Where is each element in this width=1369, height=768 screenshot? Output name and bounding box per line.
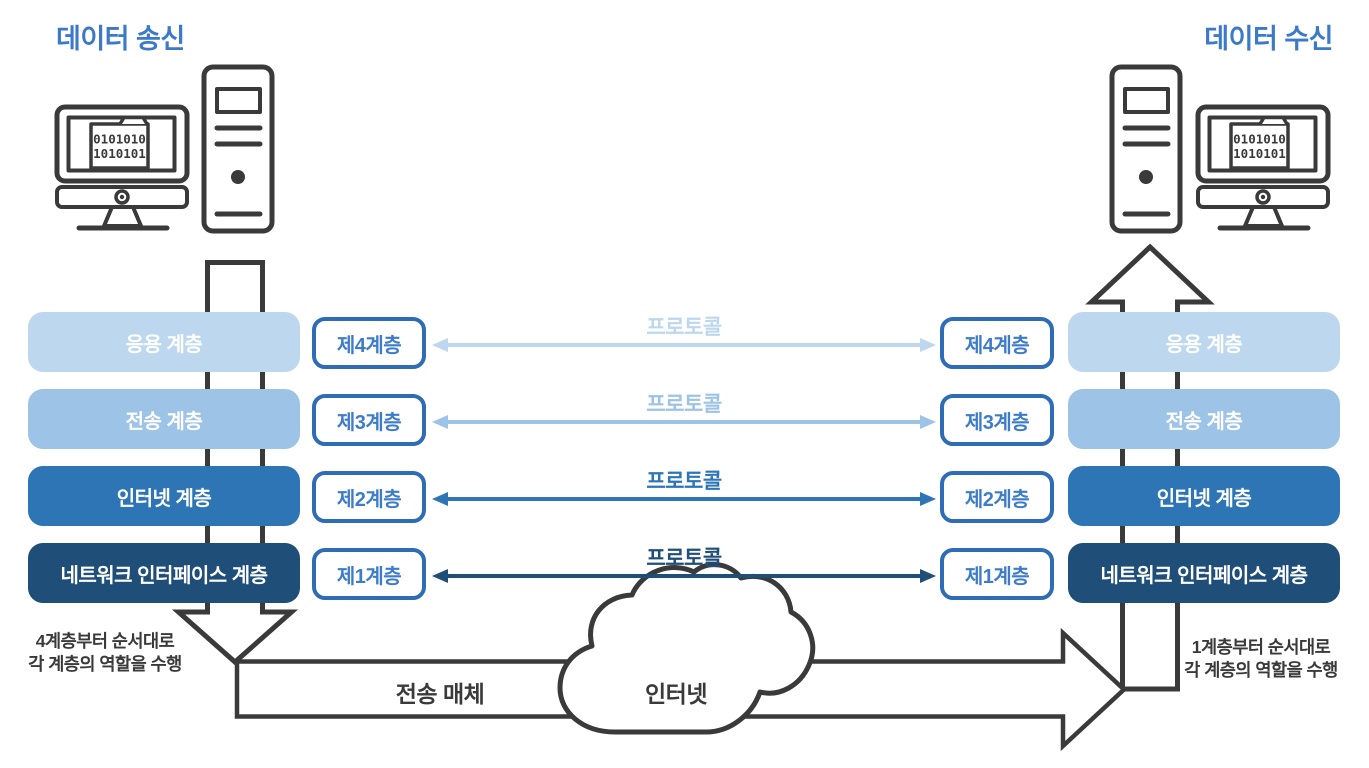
binary-text: 1010101 — [93, 146, 146, 161]
layer-bar-application-sender: 응용 계층 — [28, 312, 300, 372]
receiver-note-line2: 각 계층의 역할을 수행 — [1184, 660, 1338, 680]
receiver-computer-icon — [1109, 64, 1331, 234]
binary-text: 1010101 — [1233, 146, 1286, 161]
sender-note: 4계층부터 순서대로 각 계층의 역할을 수행 — [16, 630, 194, 676]
tier-box-3-receiver: 제3계층 — [940, 394, 1054, 446]
monitor-stand-icon — [102, 205, 143, 228]
binary-document-icon — [89, 122, 150, 170]
receiver-title: 데이터 수신 — [1204, 24, 1333, 54]
protocol-label-4: 프로토콜 — [646, 316, 722, 339]
binary-text: 0101010 — [1233, 132, 1286, 147]
protocol-label-2: 프로토콜 — [646, 470, 722, 493]
protocol-arrow-3 — [432, 415, 936, 429]
transmission-medium-label: 전송 매체 — [395, 681, 485, 707]
layer-bar-transport-receiver: 전송 계층 — [1068, 389, 1340, 449]
layer-bar-network-interface-receiver: 네트워크 인터페이스 계층 — [1068, 543, 1340, 603]
protocol-label-3: 프로토콜 — [646, 393, 722, 416]
receiver-note-line1: 1계층부터 순서대로 — [1191, 637, 1331, 657]
layer-bar-transport-sender: 전송 계층 — [28, 389, 300, 449]
binary-document-icon — [1229, 122, 1290, 170]
internet-cloud-label: 인터넷 — [645, 681, 707, 707]
layer-bar-internet-sender: 인터넷 계층 — [28, 466, 300, 526]
tier-box-4-receiver: 제4계층 — [940, 317, 1054, 369]
tier-box-3-sender: 제3계층 — [312, 394, 426, 446]
layer-bar-application-receiver: 응용 계층 — [1068, 312, 1340, 372]
tier-box-2-receiver: 제2계층 — [940, 471, 1054, 523]
tier-box-1-sender: 제1계층 — [312, 548, 426, 600]
protocol-arrow-1 — [432, 569, 936, 583]
protocol-arrow-2 — [432, 492, 936, 506]
tier-box-2-sender: 제2계층 — [312, 471, 426, 523]
binary-text: 0101010 — [93, 132, 146, 147]
tier-box-1-receiver: 제1계층 — [940, 548, 1054, 600]
sender-computer-icon — [54, 64, 275, 234]
internet-cloud — [557, 562, 816, 735]
sender-title: 데이터 송신 — [56, 24, 185, 54]
sender-note-line1: 4계층부터 순서대로 — [35, 631, 175, 651]
tier-box-4-sender: 제4계층 — [312, 317, 426, 369]
layer-bar-internet-receiver: 인터넷 계층 — [1068, 466, 1340, 526]
layer-bar-network-interface-sender: 네트워크 인터페이스 계층 — [28, 543, 300, 603]
protocol-label-1: 프로토콜 — [646, 547, 722, 570]
sender-note-line2: 각 계층의 역할을 수행 — [28, 654, 182, 674]
protocol-arrow-4 — [432, 338, 936, 352]
monitor-stand-icon — [1243, 205, 1284, 228]
receiver-note: 1계층부터 순서대로 각 계층의 역할을 수행 — [1172, 636, 1350, 682]
